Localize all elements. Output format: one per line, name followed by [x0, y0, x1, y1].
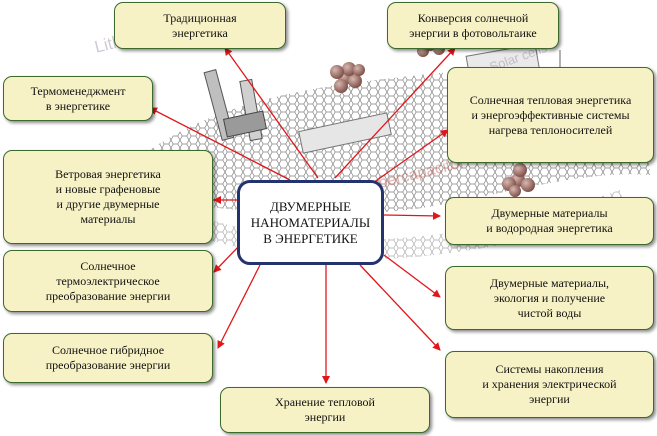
box-thermal-management: Термоменеджмент в энергетике: [3, 76, 153, 121]
box-hydrogen: Двумерные материалы и водородная энергет…: [445, 197, 654, 245]
box-heat-storage: Хранение тепловой энергии: [220, 387, 430, 433]
box-photovoltaic-conversion: Конверсия солнечной энергии в фотовольта…: [387, 2, 559, 49]
supercapacitor-plate: [298, 112, 392, 154]
arrow-thermal-management: [149, 107, 291, 181]
box-thermoelectric: Солнечное термоэлектрическое преобразова…: [3, 250, 213, 312]
battery-electrodes: [203, 69, 268, 142]
box-solar-thermal: Солнечная тепловая энергетика и энергоэф…: [447, 67, 654, 163]
box-electric-storage: Системы накопления и хранения электричес…: [445, 351, 654, 418]
box-hybrid-conversion: Солнечное гибридное преобразование энерг…: [3, 333, 213, 383]
box-ecology-water: Двумерные материалы, экология и получени…: [445, 266, 654, 330]
arrow-photovoltaic: [334, 47, 456, 179]
arrow-thermoelectric: [213, 244, 241, 273]
arrow-ecology: [383, 254, 441, 298]
box-traditional-energy: Традиционная энергетика: [114, 2, 286, 49]
box-wind-graphene: Ветровая энергетика и новые графеновые и…: [3, 150, 213, 244]
arrow-hydrogen: [383, 211, 441, 220]
center-topic: ДВУМЕРНЫЕ НАНОМАТЕРИАЛЫ В ЭНЕРГЕТИКЕ: [237, 180, 384, 265]
arrow-traditional: [224, 47, 319, 179]
arrow-hybrid: [217, 264, 261, 349]
arrow-solar-thermal: [369, 129, 449, 186]
arrow-electric-storage: [359, 264, 441, 351]
